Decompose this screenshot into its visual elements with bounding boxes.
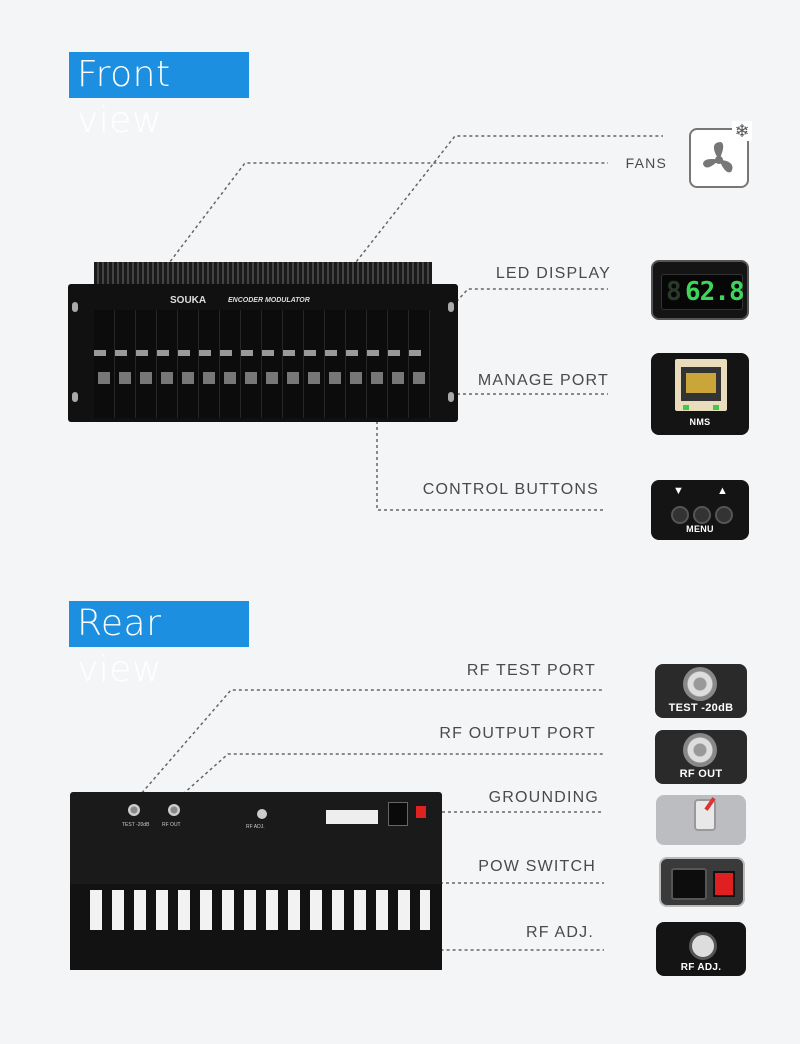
grounding-terminal-icon	[694, 799, 716, 831]
pow-switch-label: POW SWITCH	[478, 858, 596, 875]
nms-port-tile: NMS	[651, 353, 749, 435]
down-button[interactable]	[671, 506, 689, 524]
nms-text: NMS	[689, 417, 711, 427]
rf-adj-tile-text: RF ADJ.	[680, 962, 722, 973]
panel-test-text: TEST -20dB	[122, 822, 150, 828]
up-arrow-icon: ▲	[717, 485, 728, 497]
fan-icon	[703, 142, 733, 173]
panel-rfout-text: RF OUT	[162, 822, 181, 828]
grounding-tile	[656, 795, 746, 845]
power-socket-icon	[671, 868, 707, 900]
panel-rfadj-text: RF ADJ.	[246, 824, 265, 830]
menu-text: MENU	[686, 524, 714, 534]
snowflake-icon: ❄	[732, 121, 752, 141]
manage-port-label: MANAGE PORT	[477, 372, 609, 389]
led-display-tile: 8 62.8	[651, 260, 749, 320]
rf-test-port-label: RF TEST PORT	[466, 662, 596, 679]
power-switch[interactable]	[713, 871, 735, 897]
rf-test-connector-icon	[683, 667, 717, 701]
control-buttons-tile: ▼ ▲ MENU	[651, 480, 749, 540]
rf-adj-knob-icon[interactable]	[689, 932, 717, 960]
up-button[interactable]	[715, 506, 733, 524]
down-arrow-icon: ▼	[673, 485, 684, 497]
front-view-title: Front view	[69, 52, 249, 141]
panel-rf-adj-knob	[257, 809, 267, 819]
rear-slot-row	[70, 884, 442, 970]
led-display-label: LED DISPLAY	[495, 265, 611, 282]
fans-label: FANS	[625, 155, 667, 171]
rj45-port-icon	[675, 359, 727, 411]
model-text: ENCODER MODULATOR	[228, 297, 310, 304]
led-value: 62.8	[685, 277, 745, 307]
grounding-label: GROUNDING	[488, 789, 599, 806]
panel-rf-out-connector	[168, 804, 180, 816]
rf-adj-tile: RF ADJ.	[656, 922, 746, 976]
rf-test-tile-text: TEST -20dB	[668, 702, 734, 714]
warning-sticker	[326, 810, 378, 824]
menu-button[interactable]	[693, 506, 711, 524]
panel-rf-test-connector	[128, 804, 140, 816]
rear-view-title: Rear view	[69, 601, 249, 690]
brand-text: SOUKA	[170, 295, 207, 306]
rf-output-tile: RF OUT	[655, 730, 747, 784]
rf-output-port-label: RF OUTPUT PORT	[439, 725, 596, 742]
rear-device: TEST -20dB RF OUT RF ADJ.	[70, 792, 442, 970]
rf-adj-label: RF ADJ.	[526, 924, 594, 941]
panel-power-socket	[388, 802, 408, 826]
rf-output-connector-icon	[683, 733, 717, 767]
pow-switch-tile	[659, 857, 745, 907]
front-device: SOUKA ENCODER MODULATOR	[68, 262, 458, 422]
control-buttons-label: CONTROL BUTTONS	[422, 481, 599, 498]
panel-power-switch	[416, 806, 426, 818]
rf-test-tile: TEST -20dB	[655, 664, 747, 718]
module-slots	[94, 310, 434, 418]
rf-output-tile-text: RF OUT	[679, 768, 723, 780]
